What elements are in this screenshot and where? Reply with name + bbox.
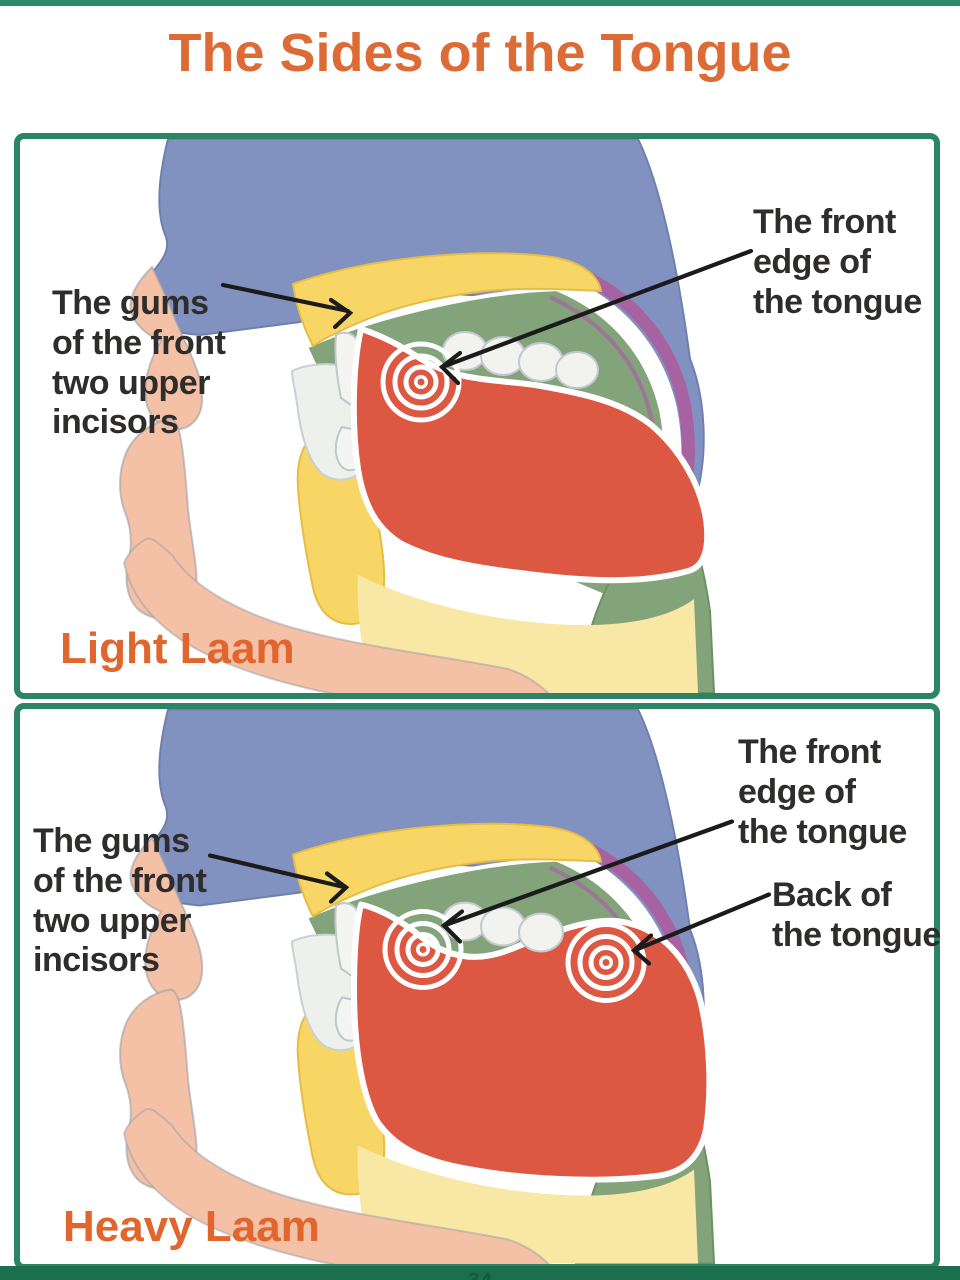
page-title: The Sides of the Tongue (168, 23, 792, 83)
under-jaw-pink-band (122, 1108, 550, 1264)
gums-arrow (220, 282, 354, 330)
variant-label-light-laam: Light Laam (60, 624, 295, 673)
gums-label-heavy: The gums of the front two upper incisors (33, 822, 207, 980)
under-jaw-pink-band (122, 537, 550, 693)
palate-yellow (291, 252, 603, 348)
back-of-tongue-bullseye (565, 922, 647, 1003)
front-edge-bullseye (380, 341, 462, 423)
front-edge-label-heavy: The front edge of the tongue (738, 733, 907, 851)
gums-label-light: The gums of the front two upper incisors (52, 284, 226, 442)
tongue-red (350, 326, 711, 584)
variant-label-heavy-laam: Heavy Laam (63, 1202, 320, 1251)
front-edge-arrow (438, 248, 754, 386)
page-number: 34 (468, 1268, 492, 1280)
tongue-red (351, 901, 713, 1183)
throat-purple-band (565, 264, 695, 500)
top-green-strip (0, 0, 960, 6)
front-edge-label-light: The front edge of the tongue (753, 203, 922, 321)
panel-heavy-laam (14, 703, 940, 1270)
panel-light-laam (14, 133, 940, 699)
front-edge-arrow (440, 819, 735, 944)
heavy-laam-illustration (119, 709, 772, 1264)
footer-green-strip: 34 (0, 1266, 960, 1280)
upper-molar-row (442, 331, 599, 389)
light-laam-illustration (119, 139, 754, 693)
front-edge-bullseye (382, 909, 464, 990)
palate-yellow (291, 822, 603, 918)
back-of-tongue-arrow (630, 892, 772, 966)
gums-arrow (207, 853, 350, 904)
back-of-tongue-label: Back of the tongue (772, 876, 941, 954)
